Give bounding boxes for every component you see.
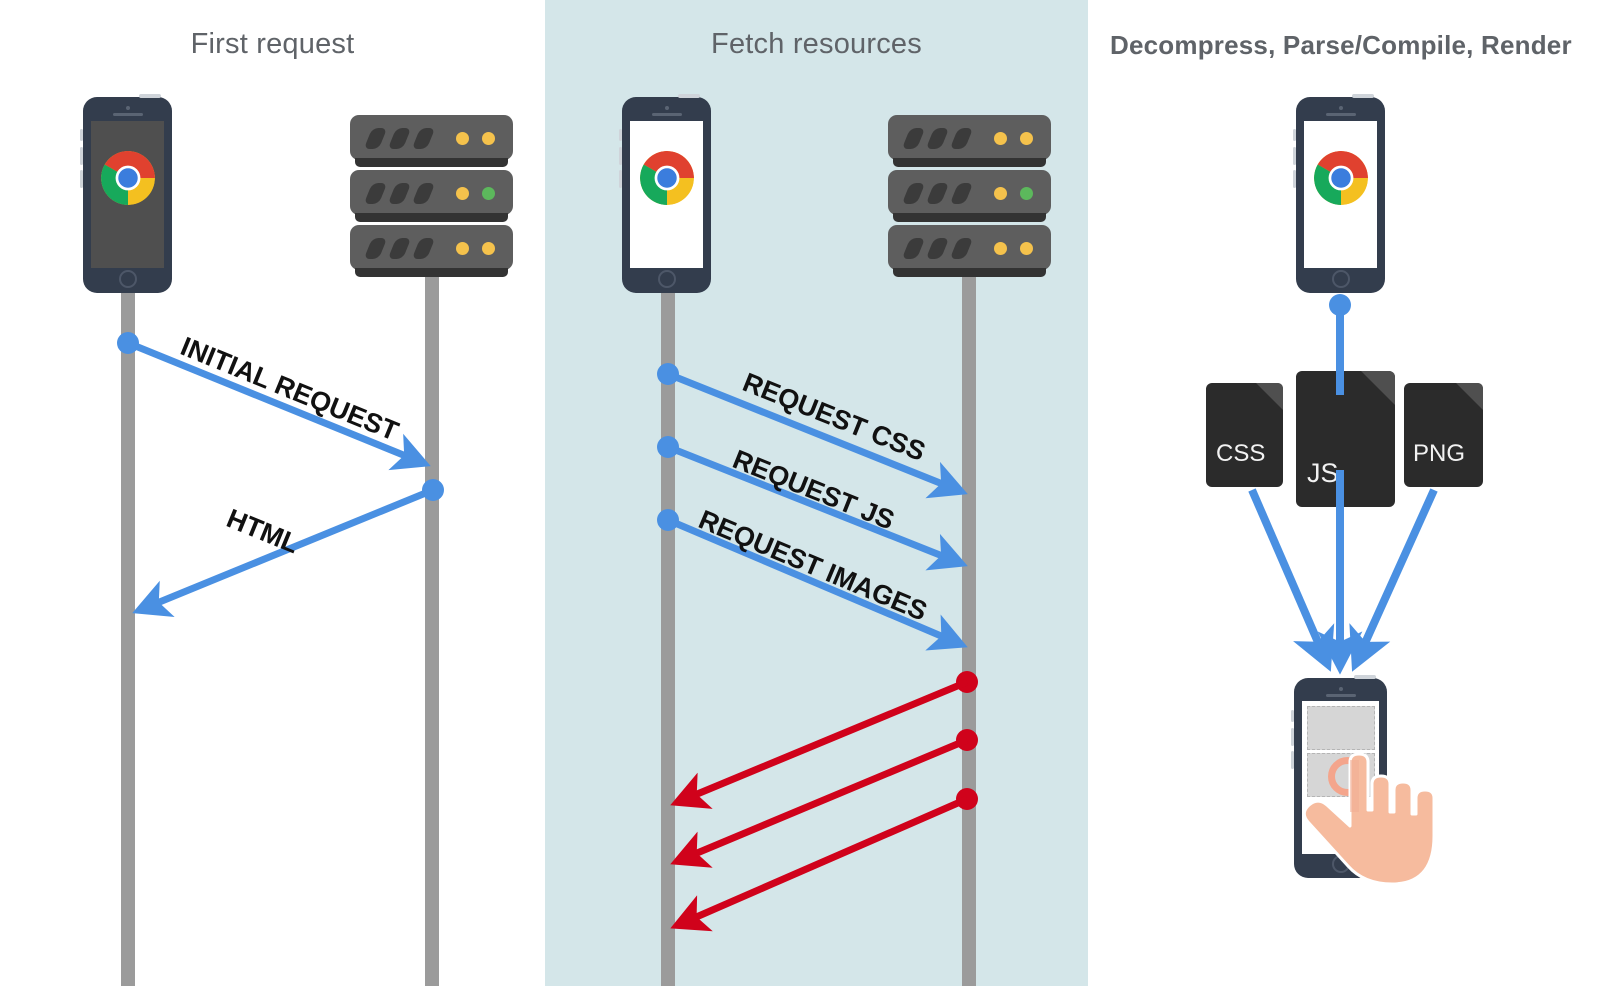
phone-screen-rendered-page — [1301, 701, 1380, 854]
file-document-icon-css: CSS — [1206, 383, 1283, 487]
status-light — [482, 132, 495, 145]
status-light — [1020, 242, 1033, 255]
smartphone-icon-fetch-resources — [619, 94, 711, 293]
panel-title-first-request: First request — [190, 28, 355, 60]
phone-screen — [1303, 121, 1378, 268]
file-label-css: CSS — [1216, 440, 1266, 467]
status-light — [482, 187, 495, 200]
phone-screen — [90, 121, 165, 268]
server-rack-unit — [888, 170, 1051, 222]
chrome-logo-icon — [1313, 151, 1368, 205]
server-rack-unit — [888, 115, 1051, 167]
phone-screen — [629, 121, 704, 268]
server-rack-unit — [350, 225, 513, 277]
smartphone-icon-first-request — [80, 94, 172, 293]
lifeline-server-fetch — [962, 262, 976, 986]
status-light — [994, 132, 1007, 145]
file-label-png: PNG — [1413, 440, 1466, 467]
status-light — [994, 187, 1007, 200]
wireframe-content-block — [1306, 706, 1375, 750]
file-label-js: JS — [1307, 458, 1339, 488]
smartphone-icon-render-bottom — [1291, 675, 1387, 878]
status-light — [1020, 132, 1033, 145]
panel-title-decompress-parse-render: Decompress, Parse/Compile, Render — [1110, 30, 1572, 60]
status-light — [1020, 187, 1033, 200]
server-rack-icon-fetch-resources — [888, 115, 1051, 277]
server-rack-unit — [350, 115, 513, 167]
file-document-icon-js: JS — [1296, 371, 1395, 507]
status-light — [456, 132, 469, 145]
server-rack-unit — [888, 225, 1051, 277]
lifeline-client-fetch — [661, 276, 675, 986]
chrome-logo-icon — [639, 151, 694, 205]
status-light — [482, 242, 495, 255]
chrome-logo-icon — [100, 151, 155, 205]
lifeline-server-first — [425, 262, 439, 986]
status-light — [456, 242, 469, 255]
panel-title-fetch-resources: Fetch resources — [711, 28, 922, 60]
server-rack-unit — [350, 170, 513, 222]
lifeline-client-first — [121, 272, 135, 986]
file-document-icon-png: PNG — [1404, 383, 1483, 487]
status-light — [456, 187, 469, 200]
server-rack-icon-first-request — [350, 115, 513, 277]
smartphone-icon-render-top — [1293, 94, 1385, 293]
status-light — [994, 242, 1007, 255]
tap-ripple-icon — [1327, 757, 1367, 796]
